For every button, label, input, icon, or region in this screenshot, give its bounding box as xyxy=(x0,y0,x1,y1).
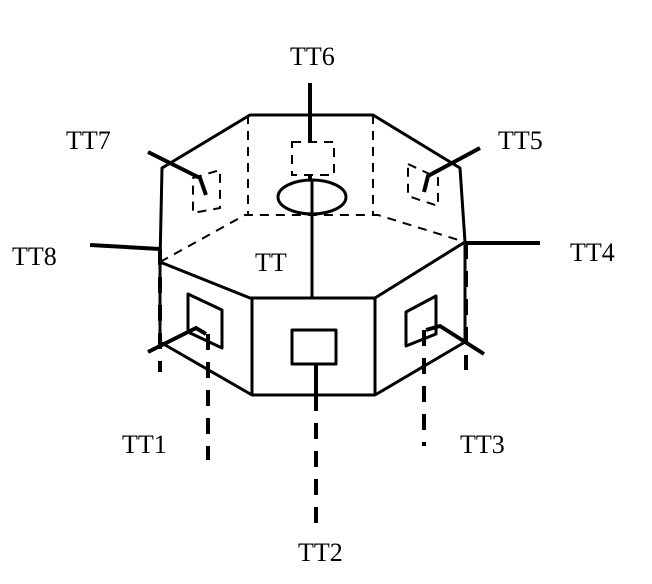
label-tt7: TT7 xyxy=(66,126,111,155)
window-tt3 xyxy=(404,294,438,348)
label-tt5: TT5 xyxy=(498,126,543,155)
probe-tt5 xyxy=(422,146,481,193)
label-tt3: TT3 xyxy=(460,430,505,459)
window-tt7 xyxy=(192,168,221,215)
bottom-front-edges xyxy=(159,340,466,397)
label-tt1: TT1 xyxy=(122,430,167,459)
label-tt2: TT2 xyxy=(298,538,343,567)
label-tt4: TT4 xyxy=(570,238,615,267)
probe-tt8 xyxy=(89,243,161,251)
probe-tt7 xyxy=(147,150,208,196)
window-tt1 xyxy=(186,292,224,350)
label-center: TT xyxy=(255,248,287,277)
window-tt2 xyxy=(290,328,338,366)
probes xyxy=(89,83,540,525)
probe-tt1 xyxy=(147,325,208,354)
center-hole xyxy=(276,178,348,298)
label-tt6: TT6 xyxy=(290,42,335,71)
label-tt8: TT8 xyxy=(12,242,57,271)
window-tt5 xyxy=(407,162,439,208)
window-tt6 xyxy=(291,141,335,176)
probe-tt3 xyxy=(425,323,486,356)
